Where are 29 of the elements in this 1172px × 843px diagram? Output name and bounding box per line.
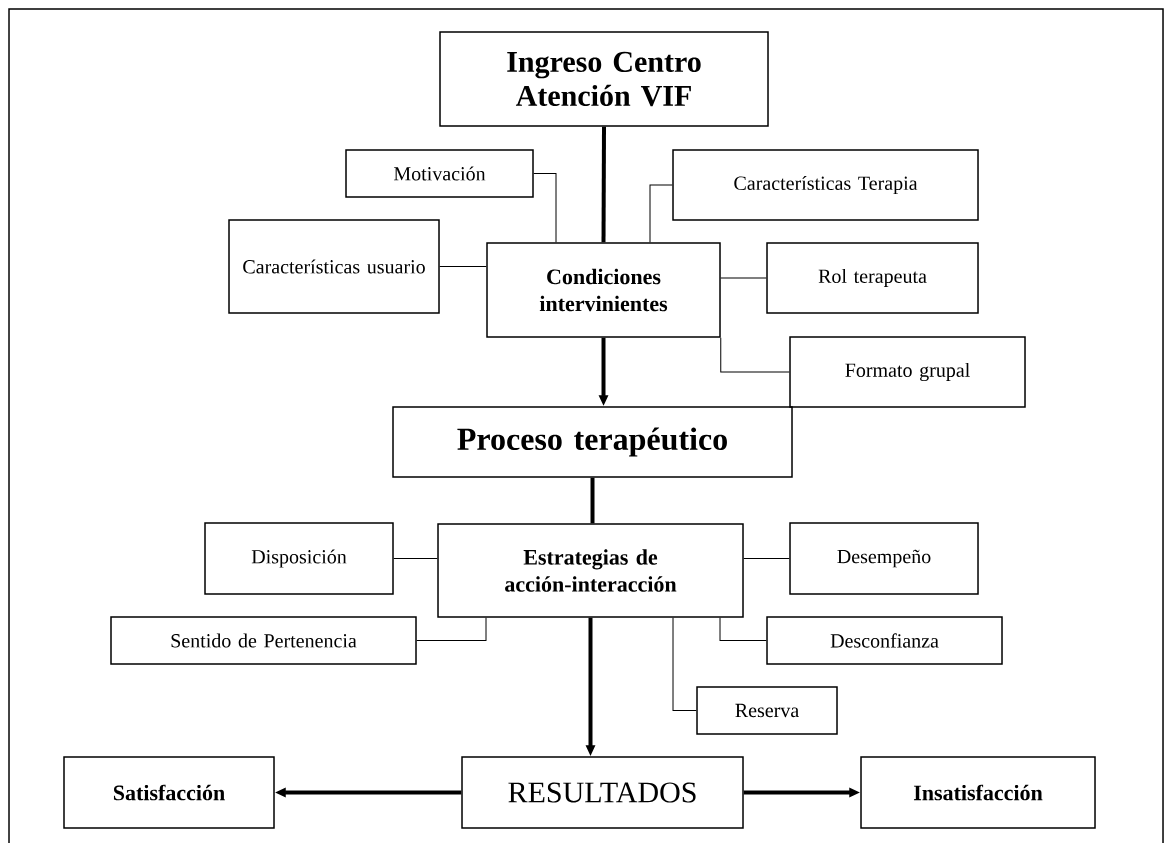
connector-line	[720, 337, 790, 373]
connector-line	[416, 617, 487, 641]
start-box: Ingreso Centro Atención VIF	[439, 31, 769, 127]
factor-box: Disposición	[204, 522, 394, 595]
connector-line	[601, 126, 606, 243]
connector-line	[649, 184, 673, 243]
connector-line	[393, 558, 438, 559]
factor-box: Desempeño	[789, 522, 979, 595]
connector-line	[720, 277, 767, 279]
factor-box: Características Terapia	[672, 149, 979, 221]
process-box: Condiciones intervinientes	[486, 242, 721, 338]
factor-box: Características usuario	[228, 219, 440, 314]
process-box: Insatisfacción	[860, 756, 1096, 829]
process-box: Estrategias de acción-interacción	[437, 523, 744, 618]
factor-box: Reserva	[696, 686, 838, 735]
connector-line	[719, 617, 767, 641]
result-box: RESULTADOS	[461, 756, 744, 829]
factor-box: Motivación	[345, 149, 534, 198]
connector-line	[439, 266, 487, 267]
factor-box: Formato grupal	[789, 336, 1026, 408]
factor-box: Sentido de Pertenencia	[110, 616, 417, 665]
connector-line	[672, 617, 697, 711]
process-box: Proceso terapéutico	[392, 406, 793, 478]
factor-box: Desconfianza	[766, 616, 1003, 665]
connector-line	[590, 477, 595, 524]
connector-line	[533, 173, 557, 243]
process-box: Satisfacción	[63, 756, 275, 829]
connector-line	[743, 558, 790, 559]
factor-box: Rol terapeuta	[766, 242, 979, 314]
